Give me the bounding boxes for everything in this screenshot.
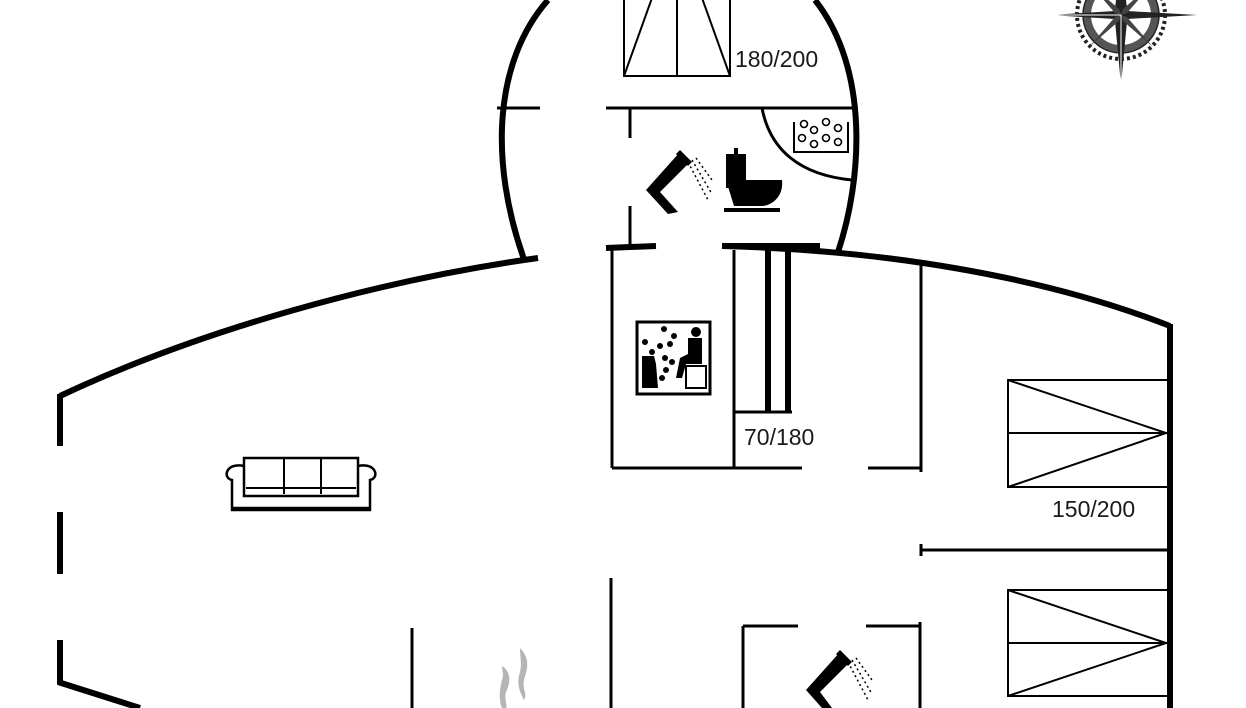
toilet-icon: [724, 148, 783, 212]
shower-icon-bottom: [806, 650, 873, 708]
bed-right-1: [1007, 379, 1169, 488]
bed-right-2: [1007, 589, 1169, 697]
closet-label: 70/180: [744, 424, 814, 450]
compass-rose-icon: [1049, 0, 1197, 85]
bed-top-label: 180/200: [735, 46, 818, 72]
interior-walls: [410, 106, 1168, 708]
sauna-icon: [635, 320, 712, 396]
bed-right-label: 150/200: [1052, 496, 1135, 522]
exterior-walls: [57, 0, 1173, 708]
shower-icon: [646, 150, 713, 214]
bed-top: [623, 0, 731, 77]
fireplace-icon: [499, 648, 528, 708]
whirlpool-icon: [793, 117, 849, 153]
sofa-icon: [225, 456, 377, 512]
